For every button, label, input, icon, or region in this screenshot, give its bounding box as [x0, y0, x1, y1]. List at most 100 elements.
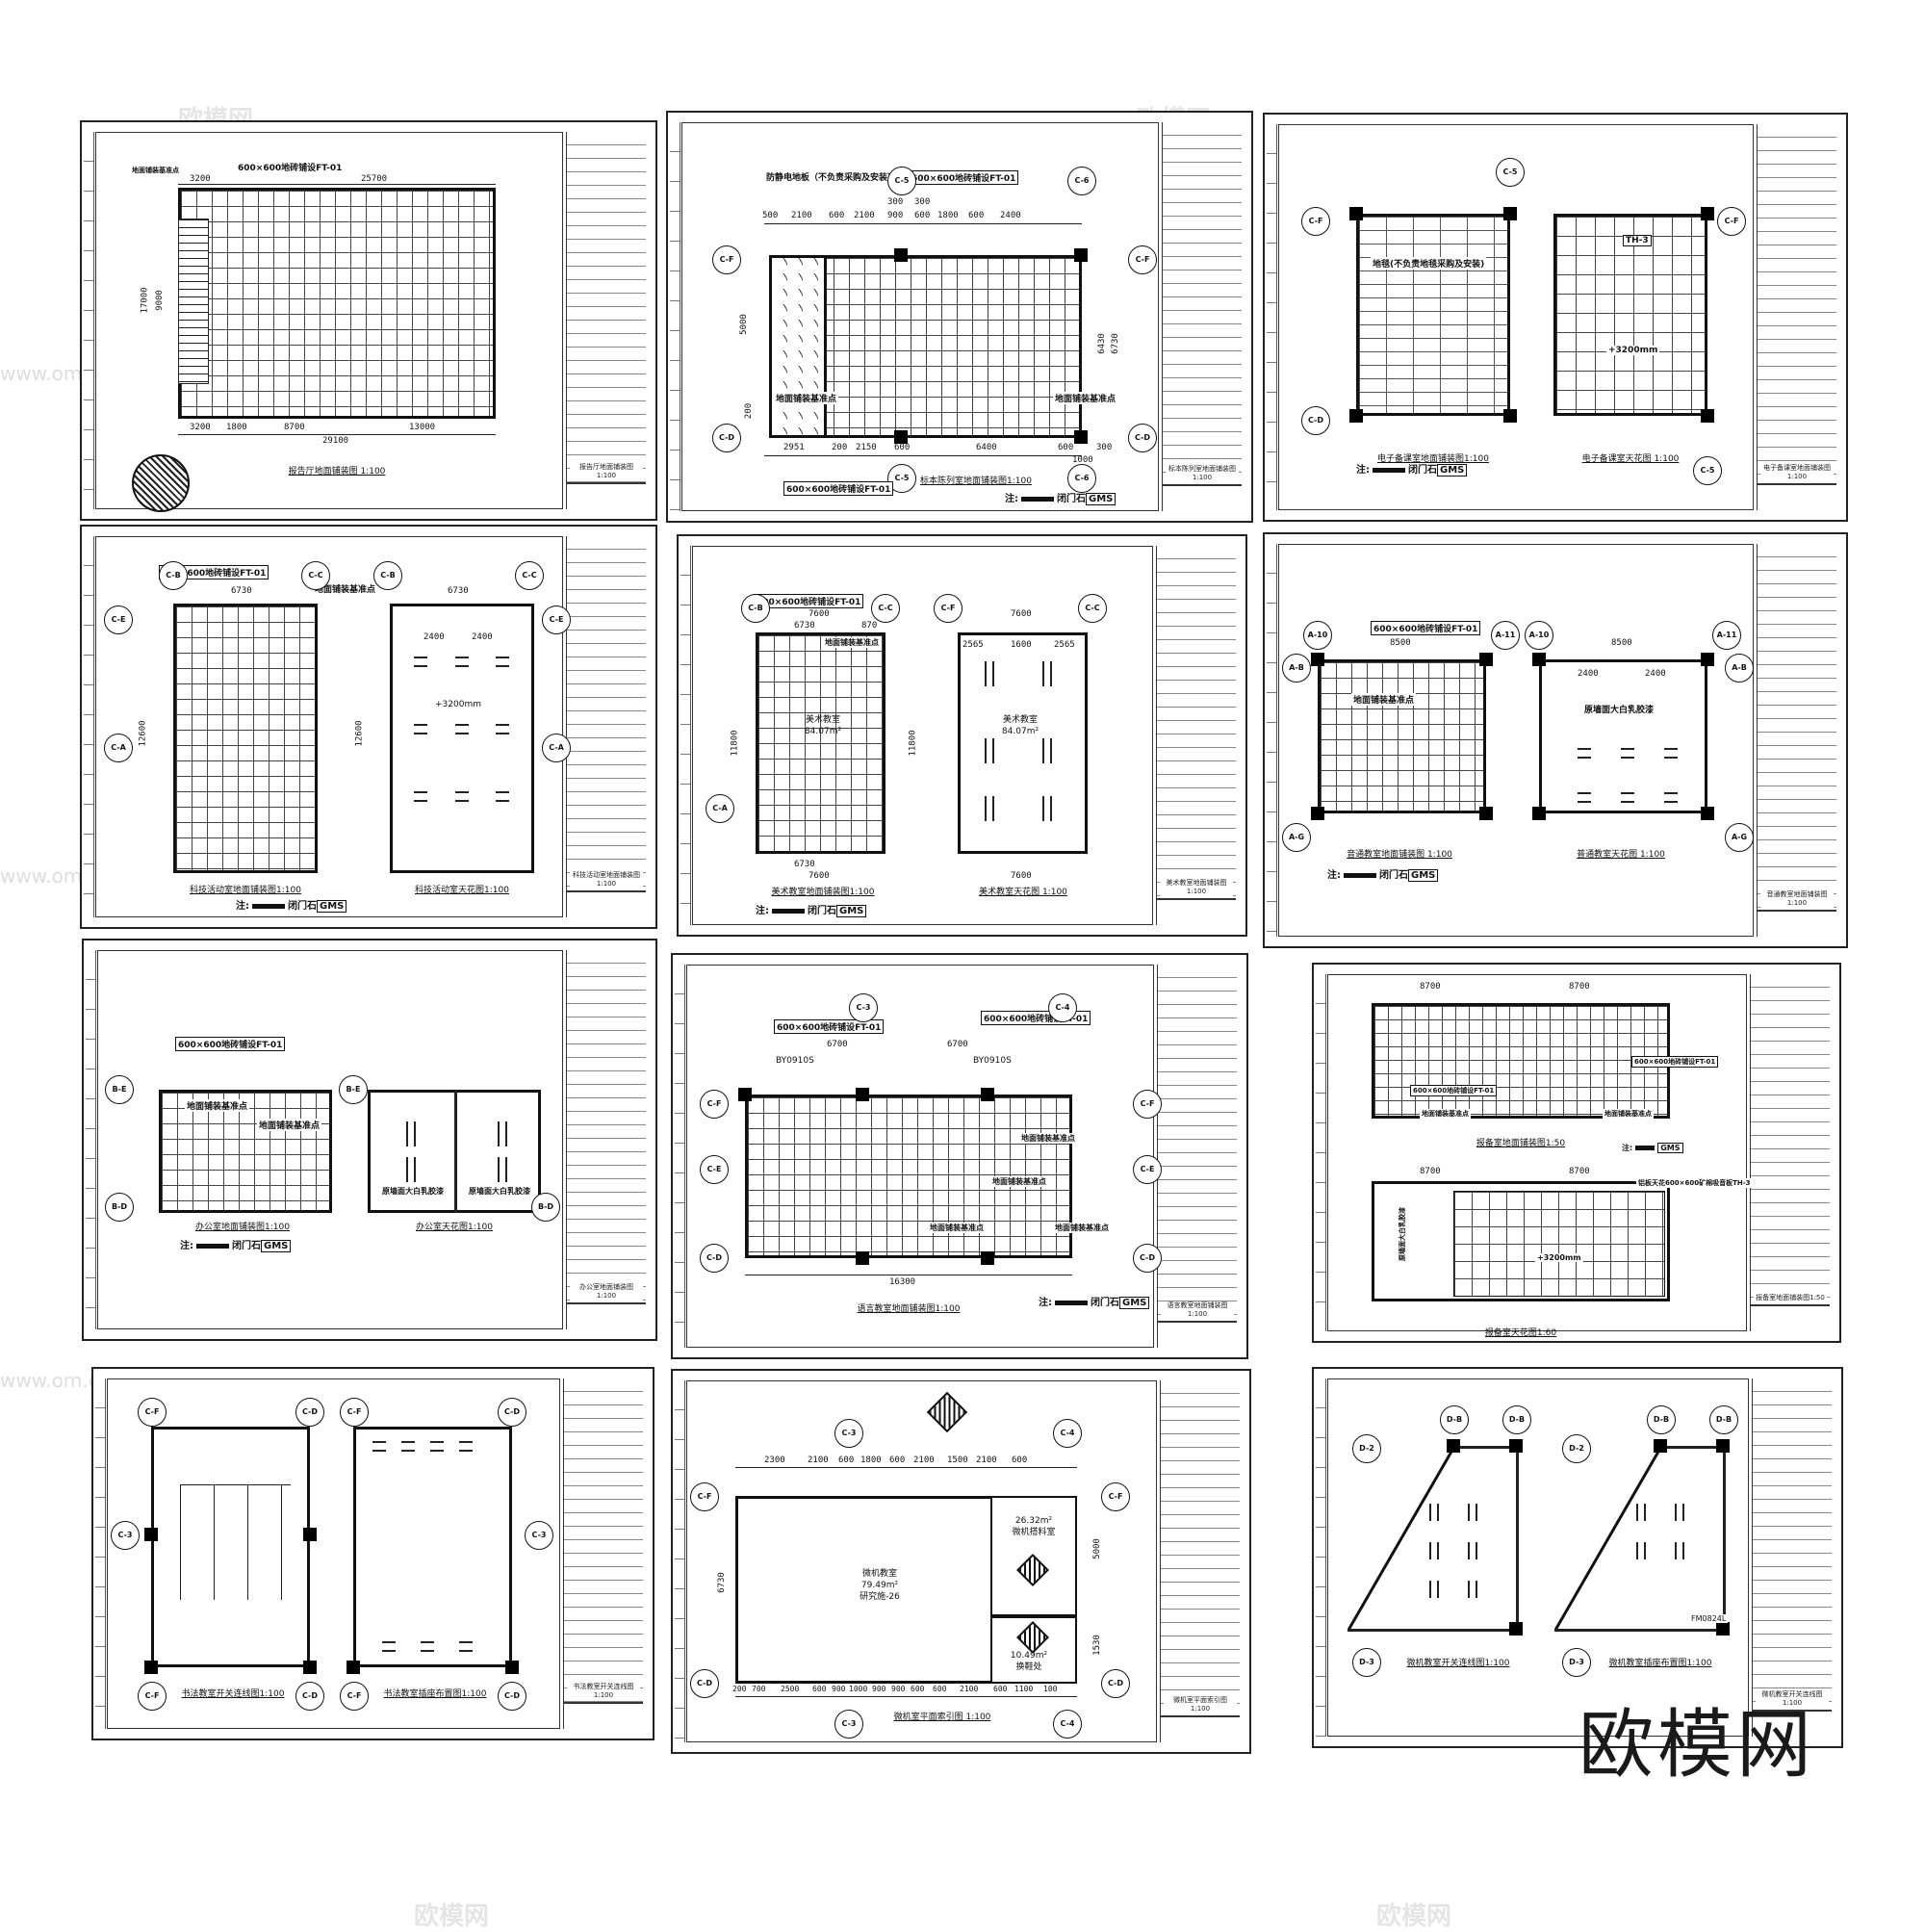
dimension-label: 7600 — [808, 871, 830, 881]
gms-legend-prefix: 注: — [180, 1241, 193, 1251]
grid-axis-marker: C-F — [340, 1682, 369, 1711]
drawing-sheet-computer-classroom[interactable]: 微机教室开关连线图1:100 FM0824L D-2 D-B D-B D-3 D… — [1312, 1367, 1843, 1748]
grid-axis-marker: C-F — [1301, 207, 1330, 236]
ceiling-light — [414, 724, 427, 734]
grid-axis-marker: A-11 — [1491, 621, 1520, 650]
detail-circle — [132, 454, 190, 512]
socket-symbol — [372, 1441, 386, 1452]
grid-axis-marker: C-D — [1133, 1244, 1162, 1273]
drawing-frame — [1327, 974, 1747, 1331]
structural-column — [1701, 653, 1714, 666]
ceiling-light — [1578, 792, 1591, 803]
room-id: 研究施-26 — [860, 1592, 900, 1602]
dimension-label: 16300 — [889, 1277, 916, 1287]
gms-legend-label: 闭门石 — [1379, 870, 1408, 881]
grid-axis-marker: C-D — [295, 1682, 324, 1711]
gms-box: GMS — [1408, 869, 1439, 882]
title-block: 报备室地面铺装图1:50 — [1750, 974, 1830, 1331]
dimension-label: 6730 — [794, 621, 815, 631]
ceiling-plan — [390, 604, 534, 873]
title-block-footer — [1158, 1321, 1237, 1348]
title-block: 美术教室地面铺装图1:100 — [1156, 546, 1236, 925]
drawing-frame — [1278, 124, 1754, 510]
drawing-caption-right: 美术教室天花图 1:100 — [979, 888, 1067, 897]
grid-axis-marker: C-D — [295, 1398, 324, 1427]
grid-axis-marker: C-3 — [834, 1710, 863, 1739]
drawing-sheet-art-room[interactable]: 美术教室地面铺装图1:100 600×600地砖铺设FT-01 地面铺装基准点 … — [677, 534, 1247, 937]
drawing-caption-left: 书法教室开关连线图1:100 — [181, 1689, 285, 1699]
title-block-drawing-name: 微机室平面索引图 1:100 — [1164, 1696, 1237, 1713]
floor-start-note: 地面铺装基准点 — [1420, 1109, 1471, 1119]
wiring-line — [180, 1484, 181, 1600]
room-name: 微机搭料室 — [1012, 1528, 1056, 1537]
dimension-label: 6730 — [1110, 333, 1120, 354]
dimension-label: 900 — [872, 1685, 886, 1693]
grid-axis-marker: D-B — [1709, 1405, 1738, 1434]
grid-axis-marker: C-D — [498, 1682, 526, 1711]
title-block-drawing-name: 报告厅地面铺装图 1:100 — [570, 463, 643, 480]
grid-axis-marker: C-3 — [834, 1419, 863, 1448]
grid-axis-marker: C-F — [1128, 245, 1157, 274]
dimension-label: 600 — [889, 1455, 906, 1465]
gms-legend-label: 闭门石 — [232, 1241, 261, 1251]
structural-column — [303, 1661, 317, 1674]
ceiling-light — [498, 1157, 507, 1182]
grid-axis-marker: C-3 — [849, 993, 878, 1022]
drawing-sheet-e-prep-room[interactable]: 电子备课室地面铺装图1:100 地毯(不负责地毯采购及安装) TH-3 +320… — [1263, 113, 1848, 522]
structural-column — [1479, 807, 1493, 820]
drawing-sheet-language-room[interactable]: 语言教室地面铺装图1:100 600×600地砖铺设FT-01 600×600地… — [671, 953, 1248, 1359]
drawing-caption-right: 普通教室天花图 1:100 — [1577, 850, 1665, 860]
structural-column — [1716, 1622, 1730, 1636]
dimension-label: 2100 — [854, 211, 875, 220]
drawing-caption-right: 微机教室插座布置图1:100 — [1608, 1659, 1712, 1668]
grid-axis-marker: A-10 — [1525, 621, 1553, 650]
drawing-caption-left: 办公室地面铺装图1:100 — [195, 1223, 290, 1232]
drawing-sheet-computer-room[interactable]: 微机室平面索引图 1:100 微机教室 79.49m² 研究施-26 26.32… — [671, 1369, 1251, 1754]
dimension-label: 900 — [832, 1685, 846, 1693]
dimension-label: 8700 — [284, 423, 305, 432]
ceiling-tile-note: 铝板天花600×600矿棉吸音板TH-3 — [1636, 1178, 1753, 1188]
structural-column — [1074, 248, 1088, 262]
ceiling-light — [455, 724, 469, 734]
ceiling-wall-note: 原墙面大白乳胶漆 — [467, 1186, 532, 1197]
dimension-label: 5000 — [1091, 1538, 1102, 1559]
sheet-border-strip — [1267, 544, 1277, 937]
dimension-label: 900 — [891, 1685, 906, 1693]
room-area: 10.49m² — [1010, 1651, 1048, 1661]
dimension-label: 6430 — [1096, 333, 1107, 354]
ceiling-light — [1621, 748, 1634, 759]
structural-column — [1701, 807, 1714, 820]
drawing-caption-right: 书法教室插座布置图1:100 — [383, 1689, 487, 1699]
gms-box: GMS — [317, 900, 347, 913]
door-tag: BY0910S — [774, 1056, 816, 1066]
gms-legend-prefix: 注: — [1327, 870, 1341, 881]
grid-axis-marker: C-D — [700, 1244, 729, 1273]
gms-bar — [196, 1243, 229, 1249]
drawing-sheet-office[interactable]: 办公室地面铺装图1:100 600×600地砖铺设FT-01 地面铺装基准点 地… — [82, 939, 657, 1341]
dimension-label: 600 — [933, 1685, 947, 1693]
ceiling-light — [414, 791, 427, 802]
room-label-shoe-change: 10.49m² 换鞋处 — [1011, 1650, 1047, 1673]
floor-start-note: 地面铺装基准点 — [1603, 1109, 1654, 1119]
title-block-drawing-name: 音通教室地面铺装图 1:100 — [1760, 890, 1834, 908]
gms-legend-prefix: 注: — [1039, 1298, 1052, 1308]
grid-axis-marker: C-D — [1301, 406, 1330, 435]
title-block: 电子备课室地面铺装图1:100 — [1757, 124, 1836, 510]
drawing-sheet-filing-room[interactable]: 报备室地面铺装图1:50 600×600地砖铺设FT-01 600×600地砖铺… — [1312, 963, 1841, 1343]
drawing-frame — [1327, 1378, 1749, 1737]
drawing-sheet-science-room[interactable]: 科技活动室地面铺装图1:100 600×600地砖铺设FT-01 地面铺装基准点… — [80, 525, 657, 929]
drawing-sheet-calligraphy-room[interactable]: 书法教室开关连线图1:100 C-F C-D C-3 C-F C-D C-3 C… — [91, 1367, 654, 1740]
drawing-caption-left: 电子备课室地面铺装图1:100 — [1377, 454, 1489, 464]
grid-axis-marker: C-5 — [887, 167, 916, 195]
partition-wall — [454, 1090, 457, 1213]
sheet-border-strip — [680, 546, 691, 925]
dimension-label: 12600 — [138, 720, 148, 747]
dimension-label: 2400 — [424, 632, 445, 642]
dimension-label: 2300 — [764, 1455, 785, 1465]
room-label-computer-storage: 26.32m² 微机搭料室 — [1012, 1515, 1055, 1538]
drawing-sheet-specimen-room[interactable]: 标本陈列室地面铺装图1:100 防静电地板（不负责采购及安装） 600×600地… — [666, 111, 1253, 523]
drawing-sheet-lecture-hall[interactable]: 报告厅地面铺装图 1:100 600×600地砖铺设FT-01 地面铺装基准点 … — [80, 120, 657, 521]
drawing-sheet-classroom[interactable]: 音通教室地面铺装图 1:100 600×600地砖铺设FT-01 地面铺装基准点… — [1263, 532, 1848, 948]
